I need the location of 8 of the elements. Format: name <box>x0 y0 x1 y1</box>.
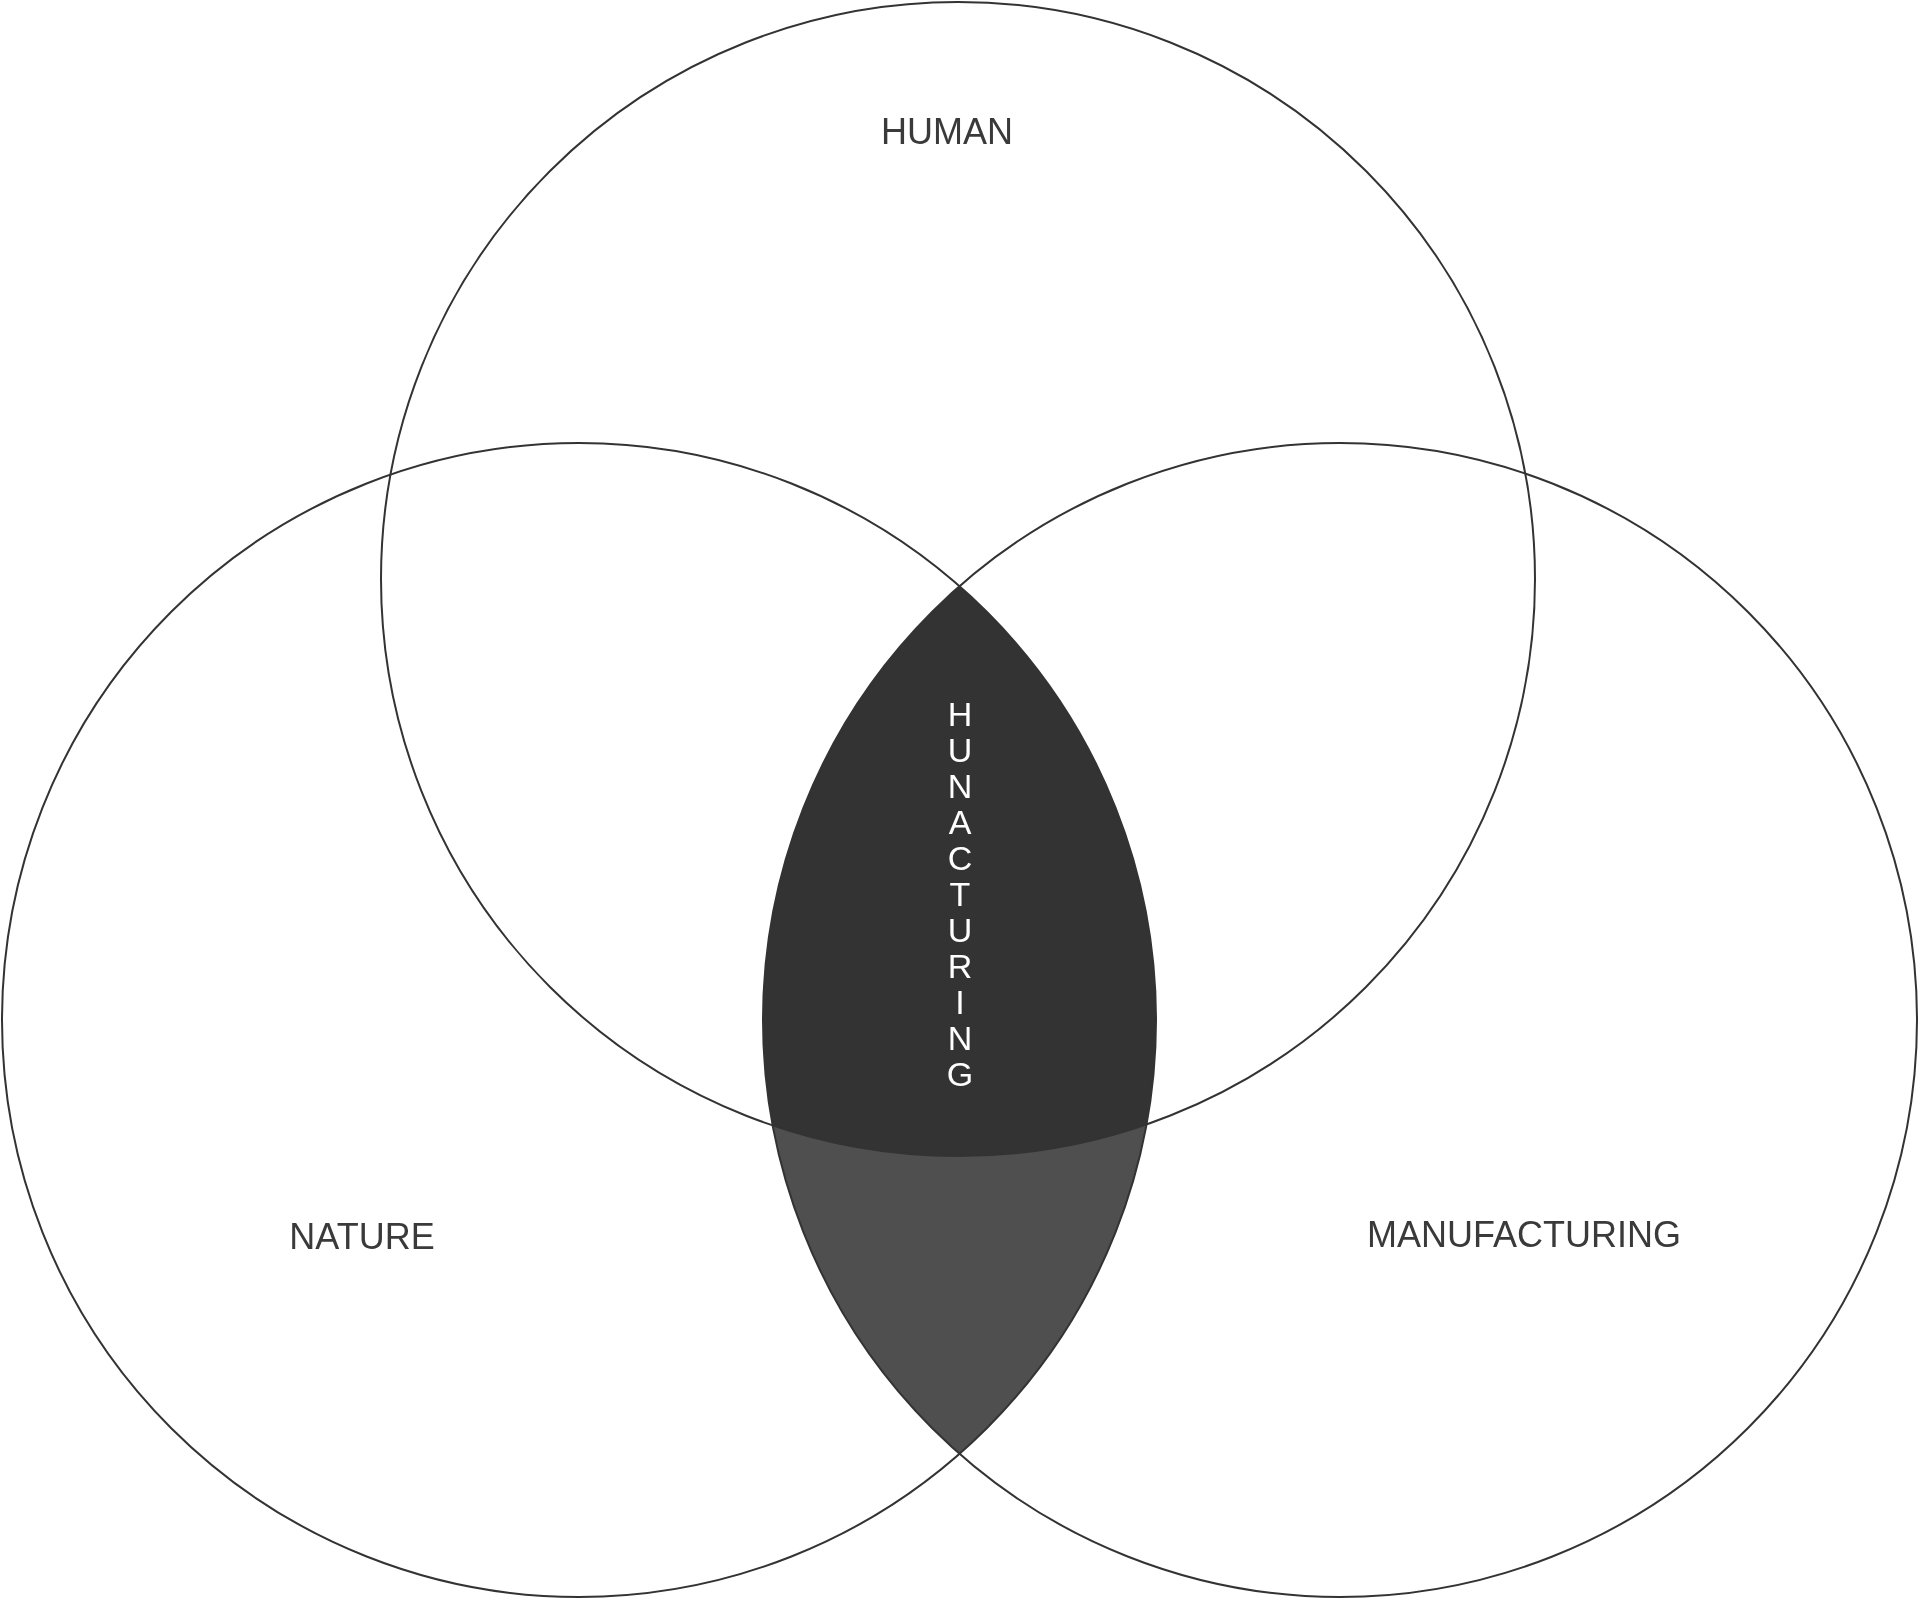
overlap-region <box>763 586 1156 1454</box>
venn-circle <box>379 0 1537 1158</box>
venn-circle <box>0 441 1158 1599</box>
circle-label: NATURE <box>289 1219 435 1255</box>
region-label: HUNACTURING <box>946 696 974 1092</box>
circle-label: MANUFACTURING <box>1367 1217 1681 1253</box>
venn-circle <box>761 441 1919 1599</box>
circle-label: HUMAN <box>881 114 1013 150</box>
